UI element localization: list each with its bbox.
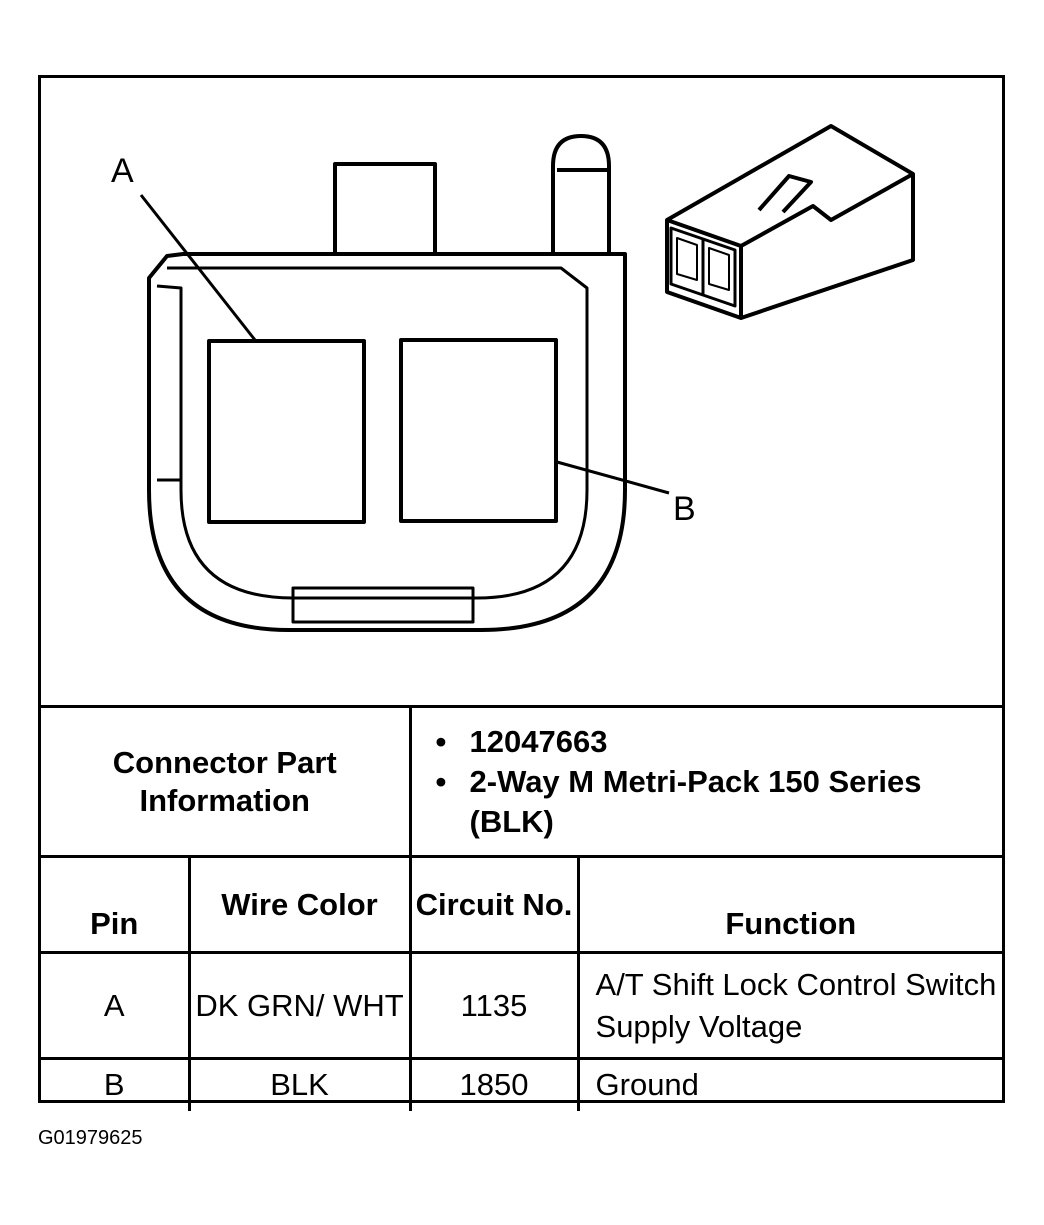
header-circuit-no: Circuit No. bbox=[408, 855, 580, 954]
circuit-no-cell: 1850 bbox=[408, 1057, 580, 1111]
connector-info-label: Connector Part Information bbox=[41, 705, 412, 858]
header-wire-color: Wire Color bbox=[187, 855, 412, 954]
connector-info-row: Connector Part Information 12047663 2-Wa… bbox=[41, 705, 1003, 858]
connector-housing bbox=[147, 252, 627, 632]
leader-line-b bbox=[556, 460, 670, 495]
connector-info-list-cell: 12047663 2-Way M Metri-Pack 150 Series (… bbox=[408, 705, 1003, 858]
connector-latch bbox=[551, 134, 611, 254]
diagram-frame: A B Connector Part Information 120 bbox=[38, 75, 1005, 1111]
connector-part-number: 12047663 bbox=[436, 722, 1003, 762]
pin-cell: B bbox=[41, 1057, 191, 1111]
connector-bottom-key bbox=[291, 586, 475, 624]
header-pin: Pin bbox=[41, 855, 191, 954]
leader-line-a bbox=[139, 194, 257, 341]
table-row: A DK GRN/ WHT 1135 A/T Shift Lock Contro… bbox=[41, 951, 1003, 1060]
function-cell: A/T Shift Lock Control Switch Supply Vol… bbox=[576, 951, 1003, 1060]
connector-table: Connector Part Information 12047663 2-Wa… bbox=[41, 705, 1003, 1111]
header-function: Function bbox=[576, 855, 1003, 954]
table-row: B BLK 1850 Ground bbox=[41, 1057, 1003, 1111]
terminal-cavity-a bbox=[207, 339, 366, 524]
wire-color-cell: DK GRN/ WHT bbox=[187, 951, 412, 1060]
wire-color-cell: BLK bbox=[187, 1057, 412, 1111]
pin-label-b: B bbox=[673, 490, 696, 528]
pin-cell: A bbox=[41, 951, 191, 1060]
connector-3d-view bbox=[665, 124, 915, 320]
table-header-row: Pin Wire Color Circuit No. Function bbox=[41, 855, 1003, 954]
pin-label-a: A bbox=[111, 152, 134, 190]
connector-diagram: A B bbox=[41, 78, 1002, 705]
function-cell: Ground bbox=[576, 1057, 1003, 1111]
connector-top-tab bbox=[333, 162, 437, 256]
connector-info-list: 12047663 2-Way M Metri-Pack 150 Series (… bbox=[412, 714, 1003, 850]
figure-code: G01979625 bbox=[38, 1127, 143, 1149]
circuit-no-cell: 1135 bbox=[408, 951, 580, 1060]
connector-type: 2-Way M Metri-Pack 150 Series (BLK) bbox=[436, 762, 1003, 842]
terminal-cavity-b bbox=[399, 338, 558, 523]
connector-face-drawing: A B bbox=[111, 124, 915, 632]
